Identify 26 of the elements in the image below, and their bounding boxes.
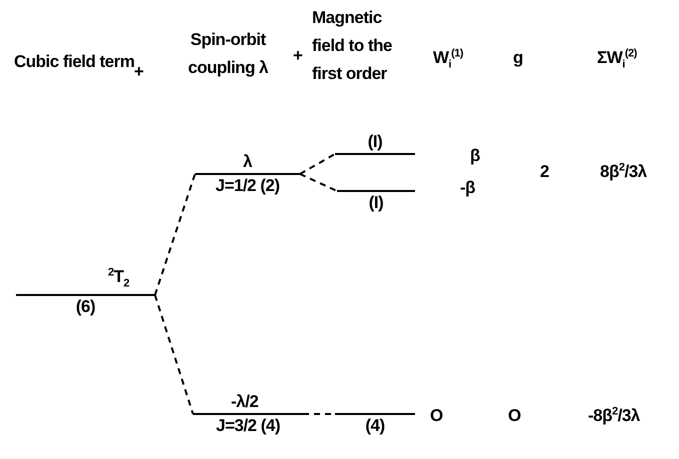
- text-label: O: [508, 405, 521, 427]
- text-label: O: [430, 405, 443, 427]
- degeneracy-label: J=3/2 (4): [214, 415, 281, 437]
- level-label: (I): [366, 131, 384, 153]
- text-label: g: [513, 47, 523, 69]
- degeneracy-label: (4): [364, 415, 386, 437]
- text-label: Cubic field term: [14, 51, 134, 73]
- text-label: Spin-orbit coupling λ: [187, 29, 270, 79]
- text-label: Magnetic field to the first order: [312, 7, 393, 85]
- text-label: +: [293, 45, 302, 67]
- text-label: -8β$^{2}$/3λ: [588, 404, 640, 427]
- text-label: 2: [540, 161, 549, 183]
- text-label: β: [470, 145, 480, 167]
- degeneracy-label: J=1/2 (2): [214, 175, 280, 197]
- level-label: $^{2}$T$_{2}$: [107, 264, 130, 291]
- dashed-connector: [154, 174, 196, 296]
- degeneracy-label: (I): [368, 192, 384, 214]
- degeneracy-label: (6): [74, 296, 96, 318]
- text-label: 8β$^{2}$/3λ: [600, 160, 647, 183]
- level-label: λ: [242, 151, 254, 173]
- dashed-connector: [154, 294, 194, 414]
- dashed-connector: [300, 173, 338, 192]
- dashed-connector: [300, 153, 336, 175]
- level-label: -λ/2: [230, 391, 260, 413]
- text-label: +: [134, 61, 144, 83]
- text-label: -β: [460, 177, 476, 199]
